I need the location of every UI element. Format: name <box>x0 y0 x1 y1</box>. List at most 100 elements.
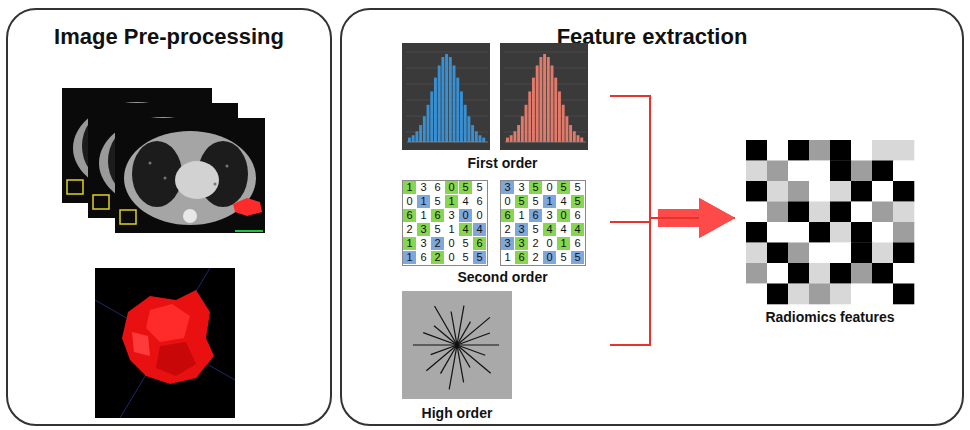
drawing-shape <box>445 54 448 142</box>
drawing-shape <box>788 181 809 202</box>
drawing-shape <box>872 161 893 182</box>
drawing-shape <box>122 290 214 384</box>
drawing-shape <box>402 43 490 150</box>
matrix-cell: 3 <box>515 237 529 251</box>
tumor-3d-render <box>95 268 235 418</box>
matrix-cell: 5 <box>459 251 473 265</box>
drawing-shape <box>226 165 229 168</box>
matrix-cell: 3 <box>515 181 529 195</box>
drawing-shape <box>893 161 914 182</box>
matrix-cell: 2 <box>529 237 543 251</box>
matrix-cell: 4 <box>557 195 571 209</box>
drawing-shape <box>788 263 809 284</box>
drawing-shape <box>830 202 851 223</box>
matrix-cell: 2 <box>431 251 445 265</box>
panel-title: Image Pre-processing <box>8 24 330 50</box>
drawing-shape <box>528 91 531 142</box>
bracket-connector <box>610 96 735 218</box>
matrix-cell: 6 <box>529 209 543 223</box>
drawing-shape <box>851 263 872 284</box>
drawing-shape <box>872 284 893 305</box>
drawing-shape <box>788 222 809 243</box>
drawing-shape <box>156 342 196 376</box>
drawing-shape <box>767 263 788 284</box>
matrix-cell: 0 <box>445 181 459 195</box>
drawing-shape <box>893 140 914 161</box>
drawing-shape <box>558 91 561 142</box>
matrix-cell: 5 <box>571 195 585 209</box>
matrix-cell: 5 <box>571 181 585 195</box>
matrix-cell: 5 <box>431 223 445 237</box>
matrix-cell: 5 <box>473 251 487 265</box>
drawing-shape <box>427 105 430 142</box>
matrix-cell: 5 <box>431 195 445 209</box>
drawing-shape <box>415 131 418 142</box>
drawing-shape <box>809 161 830 182</box>
drawing-shape <box>525 105 528 142</box>
drawing-shape <box>767 140 788 161</box>
matrix-cell: 0 <box>459 209 473 223</box>
drawing-shape <box>423 333 457 345</box>
drawing-shape <box>746 263 767 284</box>
drawing-shape <box>809 243 830 264</box>
drawing-shape <box>562 105 565 142</box>
matrix-cell: 5 <box>529 195 543 209</box>
drawing-shape <box>435 306 458 345</box>
bracket-connector <box>610 218 735 345</box>
drawing-shape <box>513 131 516 142</box>
feature-group: High order <box>395 288 610 428</box>
matrix-cell: 3 <box>417 237 431 251</box>
matrix-cell: 0 <box>403 195 417 209</box>
drawing-shape <box>788 161 809 182</box>
drawing-shape <box>746 161 767 182</box>
drawing-shape <box>471 125 474 142</box>
drawing-shape <box>767 161 788 182</box>
drawing-shape <box>407 142 488 143</box>
drawing-shape <box>419 125 422 142</box>
drawing-shape <box>580 138 583 142</box>
matrix-cell: 4 <box>459 195 473 209</box>
drawing-shape <box>809 202 830 223</box>
drawing-shape <box>767 181 788 202</box>
feature-group: Radiomics features <box>735 130 925 332</box>
drawing-shape <box>95 300 235 380</box>
drawing-shape <box>551 65 554 142</box>
drawing-shape <box>577 135 580 142</box>
drawing-shape <box>809 222 830 243</box>
drawing-shape <box>809 181 830 202</box>
matrix-cell: 2 <box>501 223 515 237</box>
gray-level-matrix: 335055055145616306235444332016162055 <box>500 180 586 266</box>
drawing-shape <box>441 345 458 374</box>
drawing-shape <box>788 140 809 161</box>
drawing-shape <box>872 263 893 284</box>
drawing-shape <box>830 222 851 243</box>
drawing-shape <box>453 65 456 142</box>
matrix-cell: 1 <box>515 209 529 223</box>
matrix-cell: 1 <box>557 237 571 251</box>
drawing-shape <box>830 161 851 182</box>
drawing-shape <box>539 57 542 142</box>
drawing-shape <box>506 138 509 142</box>
drawing-shape <box>510 135 513 142</box>
matrix-cell: 1 <box>417 209 431 223</box>
drawing-shape <box>479 135 482 142</box>
drawing-shape <box>438 65 441 142</box>
matrix-cell: 6 <box>473 195 487 209</box>
ct-slice <box>115 118 265 233</box>
matrix-cell: 1 <box>501 251 515 265</box>
filter-image <box>395 288 610 402</box>
drawing-shape <box>830 140 851 161</box>
drawing-shape <box>565 116 568 142</box>
drawing-shape <box>505 142 586 143</box>
drawing-shape <box>536 65 539 142</box>
drawing-shape <box>475 131 478 142</box>
drawing-shape <box>164 177 167 180</box>
matrix-cell: 3 <box>445 209 459 223</box>
matrix-cell: 6 <box>515 251 529 265</box>
matrix-cell: 5 <box>473 181 487 195</box>
matrix-cell: 5 <box>459 181 473 195</box>
matrix-cell: 5 <box>557 251 571 265</box>
matrix-cell: 5 <box>571 251 585 265</box>
drawing-shape <box>809 284 830 305</box>
matrix-cell: 1 <box>403 237 417 251</box>
